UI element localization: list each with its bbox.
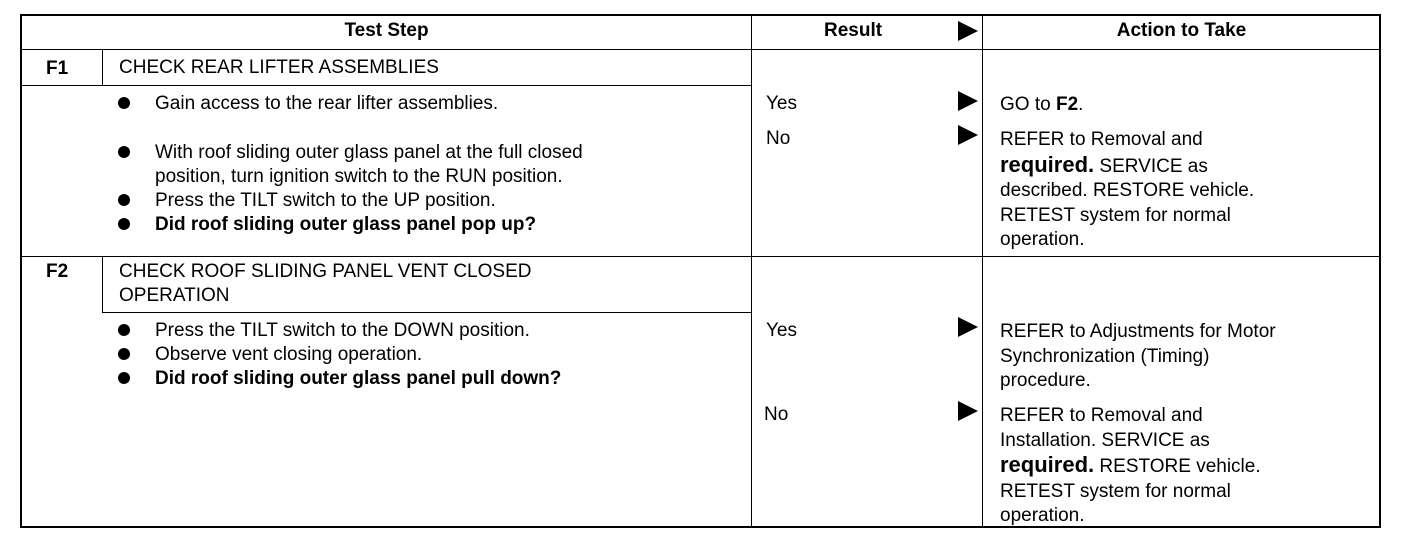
bullet-dot-icon <box>118 97 130 109</box>
code-column-divider-f1 <box>102 49 103 85</box>
f2-action-yes: REFER to Adjustments for Motor Synchroni… <box>1000 321 1276 391</box>
step-code-f2: F2 <box>46 261 69 282</box>
f2-title-underline <box>102 312 751 313</box>
test-step-column-divider <box>751 16 752 526</box>
code-column-divider-f2 <box>102 256 103 312</box>
diagnostic-table: Test Step Result Action to Take F1 CHECK… <box>20 14 1381 528</box>
header-action: Action to Take <box>1116 20 1247 41</box>
result-column-divider <box>982 16 983 526</box>
bullet-dot-icon <box>118 372 130 384</box>
step-code-f1: F1 <box>46 58 69 79</box>
bullet-dot-icon <box>118 146 130 158</box>
f1-title-underline <box>22 85 751 86</box>
f1-action-no: REFER to Removal and required. SERVICE a… <box>1000 129 1255 250</box>
f1-no-arrow-icon <box>958 125 978 145</box>
f1-result-yes: Yes <box>766 93 797 114</box>
f1-yes-arrow-icon <box>958 91 978 111</box>
bullet-dot-icon <box>118 218 130 230</box>
f1-result-no: No <box>766 128 791 149</box>
header-arrow-icon <box>958 21 978 41</box>
step-title-f1: CHECK REAR LIFTER ASSEMBLIES <box>119 57 439 78</box>
f1-f2-row-divider <box>22 256 1379 257</box>
f2-action-no: REFER to Removal and Installation. SERVI… <box>1000 405 1261 526</box>
header-test-step: Test Step <box>344 20 429 41</box>
bullet-dot-icon <box>118 348 130 360</box>
f1-action-yes: GO to F2. <box>1000 94 1084 115</box>
bullet-dot-icon <box>118 194 130 206</box>
f2-no-arrow-icon <box>958 401 978 421</box>
f2-result-yes: Yes <box>766 320 797 341</box>
header-divider <box>22 49 1379 50</box>
bullet-dot-icon <box>118 324 130 336</box>
header-result: Result <box>824 20 883 41</box>
f2-yes-arrow-icon <box>958 317 978 337</box>
f2-result-no: No <box>764 404 789 425</box>
